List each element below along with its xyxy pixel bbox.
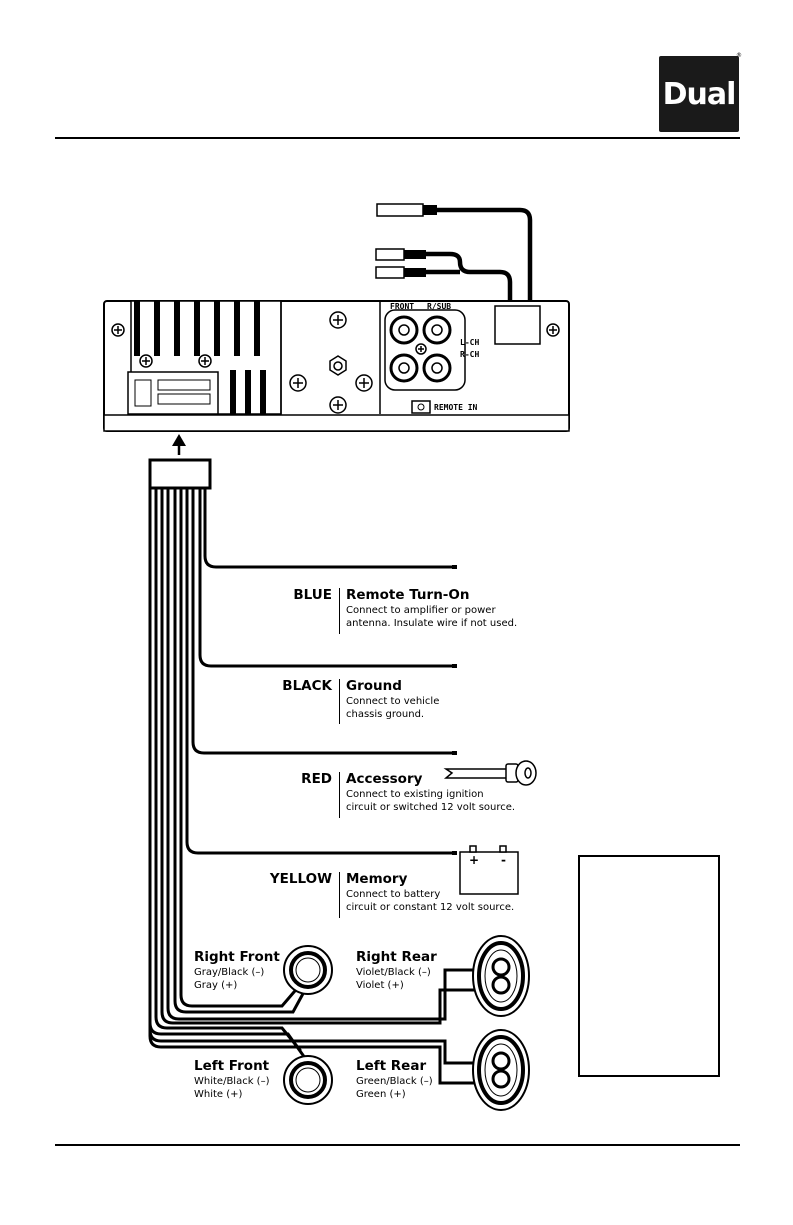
wire-desc: antenna. Insulate wire if not used. bbox=[346, 618, 518, 629]
ground-stud-icon bbox=[329, 355, 347, 376]
battery-icon: + - bbox=[459, 845, 519, 895]
arrow-up-icon bbox=[172, 434, 186, 455]
right-front-speaker-icon bbox=[283, 945, 333, 995]
wire-desc: circuit or switched 12 volt source. bbox=[346, 802, 516, 813]
wire-desc: chassis ground. bbox=[346, 709, 425, 720]
header-rule bbox=[55, 137, 740, 139]
key-icon bbox=[443, 760, 537, 786]
empty-info-box bbox=[578, 855, 720, 1077]
right-front-title: Right Front bbox=[194, 949, 280, 965]
left-rear-pos: Green (+) bbox=[356, 1089, 406, 1100]
battery-minus: - bbox=[501, 853, 506, 867]
remote-in-label: REMOTE IN bbox=[434, 403, 478, 412]
wire-desc: Connect to existing ignition bbox=[346, 789, 484, 800]
label-divider bbox=[339, 588, 340, 634]
screw-icons bbox=[111, 311, 560, 414]
left-rear-speaker-icon bbox=[472, 1029, 530, 1111]
wire-color-label: BLACK bbox=[282, 678, 332, 694]
wire-color-label: BLUE bbox=[293, 587, 332, 603]
right-rear-neg: Violet/Black (–) bbox=[356, 967, 431, 978]
harness-wires bbox=[148, 486, 482, 1085]
label-divider bbox=[339, 679, 340, 724]
registered-mark: ® bbox=[736, 52, 742, 59]
rca-jack-front-left bbox=[389, 315, 419, 345]
footer-rule bbox=[55, 1144, 740, 1146]
wire-title: Remote Turn-On bbox=[346, 587, 470, 603]
rca-jack-sub-left bbox=[422, 315, 452, 345]
rca-connectors bbox=[375, 248, 513, 320]
left-rear-title: Left Rear bbox=[356, 1058, 427, 1074]
lch-label: L-CH bbox=[460, 338, 479, 347]
remote-in-jack bbox=[411, 400, 431, 414]
front-label: FRONT bbox=[390, 302, 414, 311]
wire-ends bbox=[452, 565, 457, 855]
left-front-neg: White/Black (–) bbox=[194, 1076, 270, 1087]
wire-title: Memory bbox=[346, 871, 408, 887]
right-rear-speaker-icon bbox=[472, 935, 530, 1017]
wire-desc: circuit or constant 12 volt source. bbox=[346, 902, 515, 913]
rca-jack-front-right bbox=[389, 353, 419, 383]
wire-title: Accessory bbox=[346, 771, 423, 787]
dual-logo: Dual bbox=[659, 56, 739, 132]
left-front-speaker-icon bbox=[283, 1055, 333, 1105]
left-front-pos: White (+) bbox=[194, 1089, 243, 1100]
wire-desc: Connect to vehicle bbox=[346, 696, 440, 707]
right-rear-pos: Violet (+) bbox=[356, 980, 404, 991]
wire-desc: Connect to battery bbox=[346, 889, 441, 900]
rca-jack-sub-right bbox=[422, 353, 452, 383]
right-front-neg: Gray/Black (–) bbox=[194, 967, 265, 978]
harness-plug bbox=[148, 458, 212, 490]
rsub-label: R/SUB bbox=[427, 302, 451, 311]
right-rear-title: Right Rear bbox=[356, 949, 437, 965]
wire-desc: Connect to amplifier or power bbox=[346, 605, 496, 616]
logo-text: Dual bbox=[662, 76, 737, 112]
rch-label: R-CH bbox=[460, 350, 479, 359]
wire-color-label: YELLOW bbox=[269, 871, 332, 887]
left-rear-neg: Green/Black (–) bbox=[356, 1076, 433, 1087]
right-front-pos: Gray (+) bbox=[194, 980, 238, 991]
wire-title: Ground bbox=[346, 678, 402, 694]
label-divider bbox=[339, 872, 340, 918]
label-divider bbox=[339, 772, 340, 818]
wire-color-label: RED bbox=[301, 771, 332, 787]
battery-plus: + bbox=[469, 853, 479, 867]
antenna-connector bbox=[376, 203, 533, 320]
left-front-title: Left Front bbox=[194, 1058, 270, 1074]
